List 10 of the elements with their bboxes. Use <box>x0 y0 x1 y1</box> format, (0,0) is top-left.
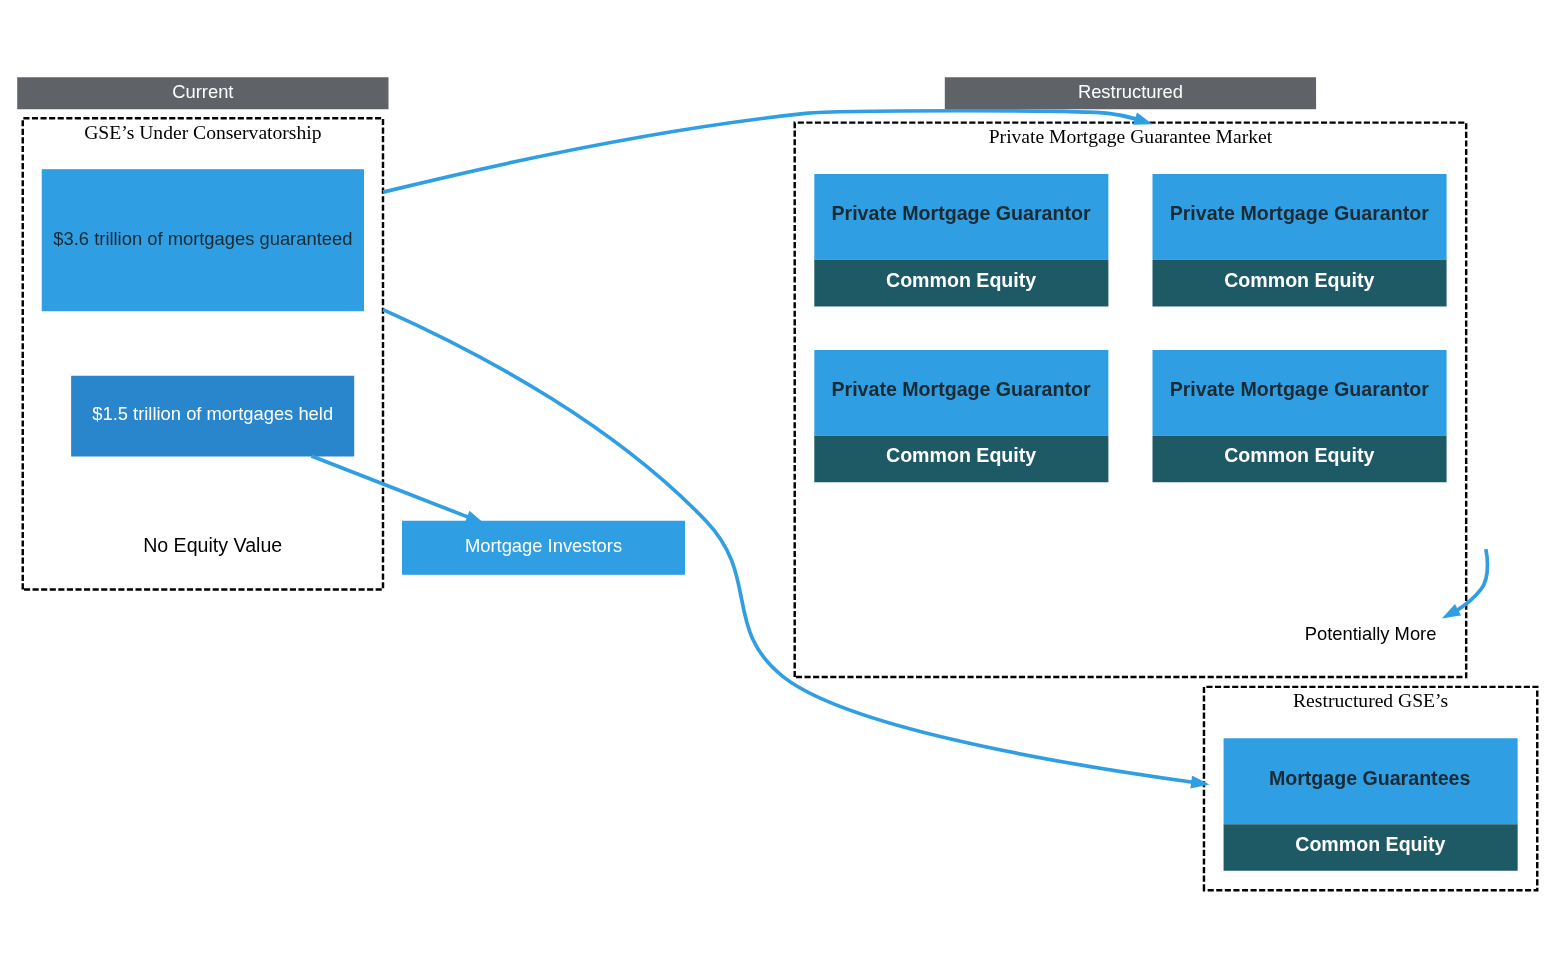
node-box: Restructured <box>944 76 1317 109</box>
node-box: Mortgage Investors <box>402 520 686 575</box>
node-box: $3.6 trillion of mortgages guaranteed <box>41 168 364 311</box>
node-box: $1.5 trillion of mortgages held <box>71 375 355 457</box>
arrow <box>1441 548 1490 619</box>
node-box: Current <box>17 76 389 109</box>
node-text: Potentially More <box>1304 622 1437 644</box>
arrow <box>382 307 1210 788</box>
arrow <box>310 453 485 523</box>
arrow <box>382 108 1153 194</box>
